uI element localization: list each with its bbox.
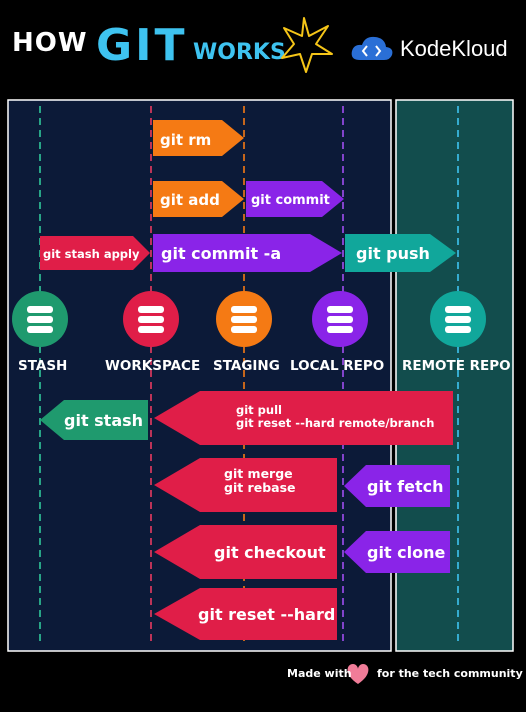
staging-label: STAGING xyxy=(213,358,280,374)
git-checkout-arrow: git checkout xyxy=(154,525,337,579)
title-how: HOW xyxy=(12,28,88,58)
svg-text:git push: git push xyxy=(356,244,430,263)
git-reset-hard-arrow: git reset --hard xyxy=(154,588,337,640)
git-stash-apply-arrow: git stash apply xyxy=(40,236,150,270)
stash-db-icon xyxy=(12,291,68,347)
git-rm-arrow: git rm xyxy=(153,120,244,156)
git-push-arrow: git push xyxy=(345,234,456,272)
footer-made-with: Made with xyxy=(287,667,352,680)
heart-icon xyxy=(347,664,369,684)
workspace-db-icon xyxy=(123,291,179,347)
git-commit-a-arrow: git commit -a xyxy=(153,234,342,272)
local-repo-label: LOCAL REPO xyxy=(290,358,385,374)
local-repo-db-icon xyxy=(312,291,368,347)
kodekloud-logo-icon xyxy=(351,36,393,60)
svg-text:git clone: git clone xyxy=(367,543,446,562)
starburst-icon xyxy=(281,17,333,73)
footer-tech-community: for the tech community xyxy=(377,667,523,680)
svg-text:git rebase: git rebase xyxy=(224,480,296,495)
remote-repo-label: REMOTE REPO xyxy=(402,358,511,374)
brand-name: KodeKloud xyxy=(400,36,508,61)
git-commit-arrow: git commit xyxy=(246,181,344,217)
remote-repo-db-icon xyxy=(430,291,486,347)
svg-text:git stash: git stash xyxy=(64,411,143,430)
svg-text:git merge: git merge xyxy=(224,466,293,481)
staging-db-icon xyxy=(216,291,272,347)
git-fetch-arrow: git fetch xyxy=(344,465,450,507)
title-git: GIT xyxy=(96,20,188,71)
workspace-label: WORKSPACE xyxy=(105,358,201,374)
svg-text:git commit -a: git commit -a xyxy=(161,244,281,263)
git-add-arrow: git add xyxy=(153,181,244,217)
git-merge-rebase-arrow: git merge git rebase xyxy=(154,458,337,512)
svg-text:git checkout: git checkout xyxy=(214,543,326,562)
svg-text:git fetch: git fetch xyxy=(367,477,444,496)
svg-text:git commit: git commit xyxy=(251,193,330,208)
svg-text:git stash apply: git stash apply xyxy=(43,247,140,261)
stash-label: STASH xyxy=(18,358,68,374)
git-pull-reset-arrow: git pull git reset --hard remote/branch xyxy=(154,391,453,445)
svg-text:git pull: git pull xyxy=(236,403,282,417)
svg-text:git reset --hard remote/branch: git reset --hard remote/branch xyxy=(236,416,434,430)
title-works: WORKS xyxy=(193,40,286,65)
svg-text:git rm: git rm xyxy=(160,131,211,149)
svg-text:git add: git add xyxy=(160,191,220,209)
svg-text:git reset --hard: git reset --hard xyxy=(198,605,335,624)
git-stash-arrow: git stash xyxy=(40,400,148,440)
git-clone-arrow: git clone xyxy=(344,531,450,573)
